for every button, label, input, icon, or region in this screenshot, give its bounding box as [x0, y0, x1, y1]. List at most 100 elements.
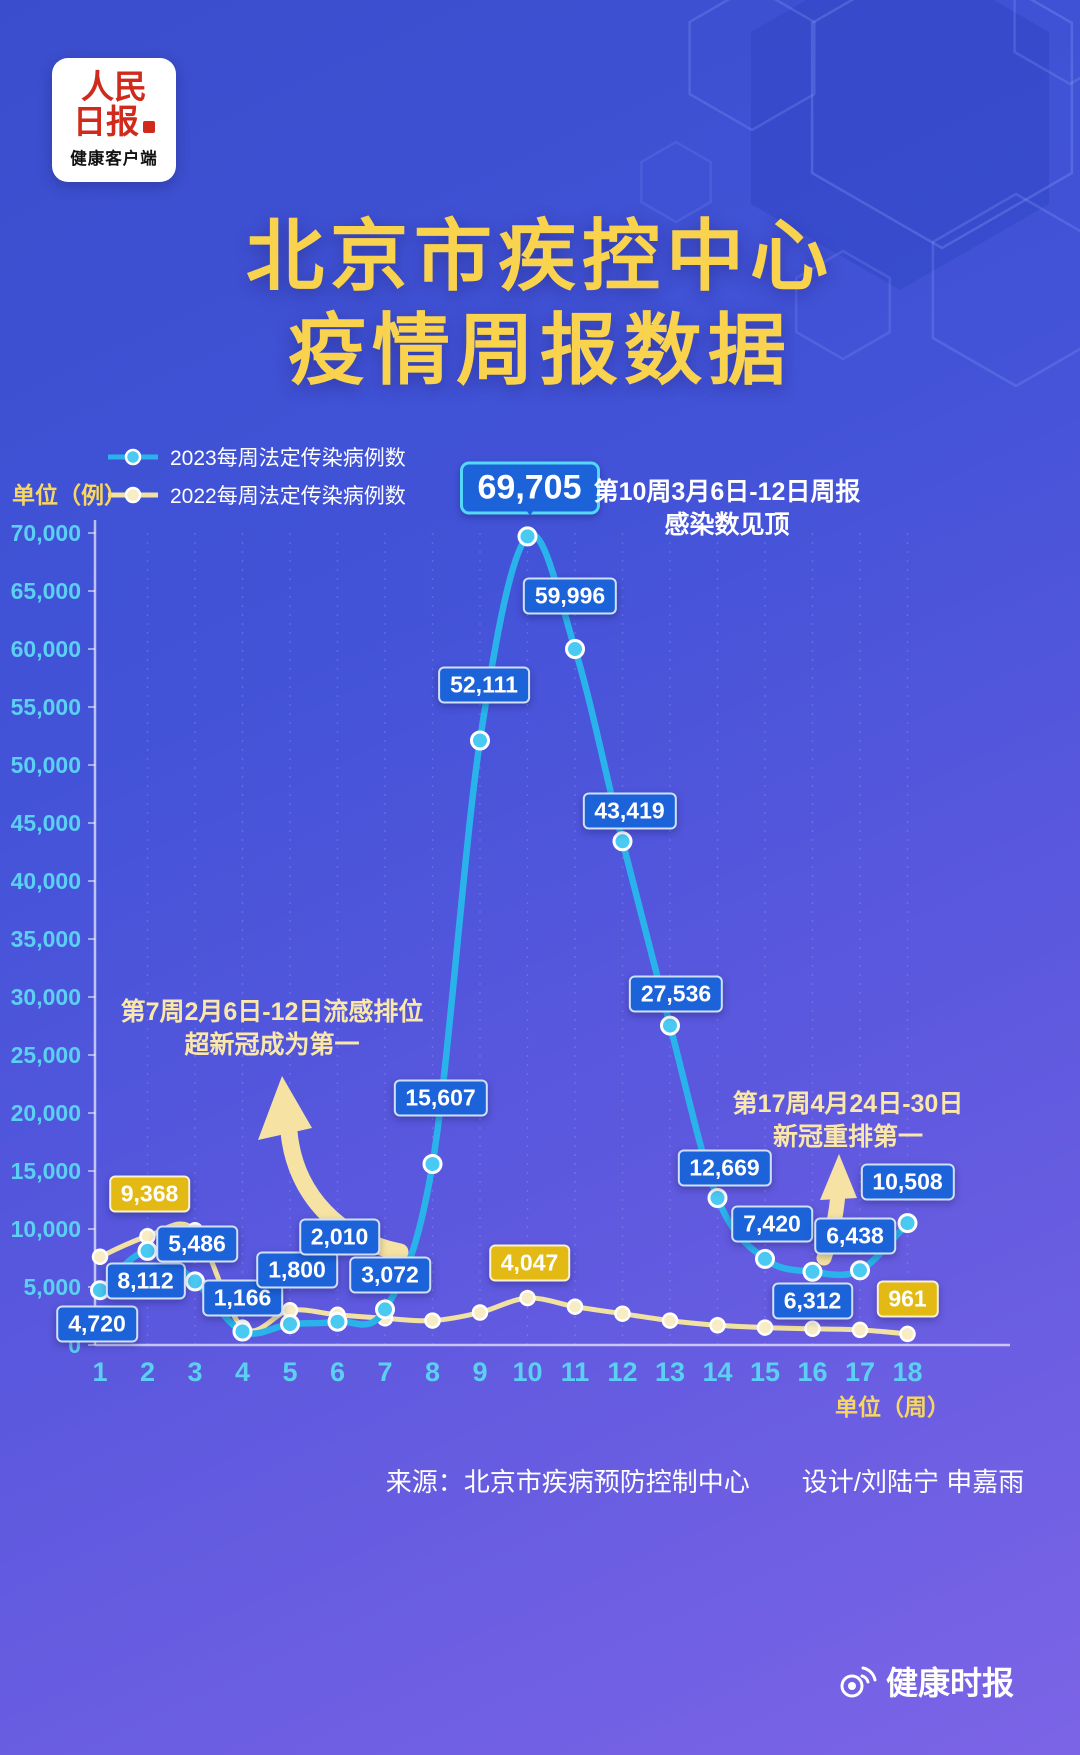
- data-point-2022-week-12: [614, 1305, 631, 1322]
- value-label-2023-week-9: 52,111: [438, 666, 530, 703]
- legend-label-2023: 2023每周法定传染病例数: [170, 447, 406, 470]
- value-label-2023-week-14: 12,669: [677, 1149, 772, 1187]
- value-label-2023-week-15: 7,420: [731, 1205, 813, 1243]
- value-label-2023-week-2: 8,112: [105, 1262, 186, 1300]
- footer-brand-name: 健康时报: [885, 1665, 1014, 1701]
- data-point-2023-week-9: [470, 730, 490, 751]
- y-tick-label: 30,000: [11, 984, 81, 1010]
- y-tick-label: 45,000: [11, 810, 81, 836]
- legend-item-2022: 2022每周法定传染病例数: [106, 480, 406, 510]
- data-point-2022-week-17: [851, 1321, 869, 1339]
- source-credit: 来源：北京市疾病预防控制中心 设计/刘陆宁 申嘉雨: [385, 1467, 1025, 1497]
- x-tick-label-week-9: 9: [472, 1357, 487, 1387]
- y-tick-label: 65,000: [11, 578, 81, 604]
- annotation-1-line: 第10周3月6日-12日周报: [593, 478, 861, 506]
- hexagon-shape: [688, 0, 816, 132]
- x-tick-label-week-3: 3: [187, 1357, 202, 1387]
- data-point-2022-week-9: [471, 1304, 489, 1321]
- data-point-2023-week-4: [232, 1321, 253, 1342]
- y-tick-label: 15,000: [11, 1158, 81, 1184]
- data-point-2023-week-6: [327, 1311, 348, 1332]
- curved-arrow-week7-head-icon: [258, 1076, 312, 1140]
- annotation-2: 第7周2月6日-12日流感排位超新冠成为第一: [121, 996, 424, 1062]
- annotation-1: 第10周3月6日-12日周报感染数见顶: [594, 476, 861, 542]
- x-tick-label-week-11: 11: [561, 1357, 590, 1387]
- x-tick-label-week-15: 15: [750, 1357, 780, 1387]
- weibo-icon: [840, 1666, 877, 1698]
- value-label-2023-week-11: 59,996: [522, 577, 618, 615]
- value-label-2022-week-18: 961: [876, 1280, 939, 1318]
- x-axis-unit-label: 单位（周）: [835, 1394, 950, 1420]
- data-point-2023-week-7: [375, 1299, 395, 1320]
- data-point-2022-week-16: [804, 1320, 821, 1338]
- hexagon-shape: [751, 0, 1049, 290]
- data-point-2023-week-13: [660, 1015, 680, 1036]
- legend-item-2023: 2023每周法定传染病例数: [106, 442, 406, 472]
- data-point-2023-week-8: [422, 1154, 443, 1174]
- y-tick-label: 50,000: [11, 752, 81, 778]
- annotation-1-line: 感染数见顶: [664, 511, 790, 539]
- y-tick-label: 35,000: [11, 926, 81, 952]
- data-point-2022-week-10: [519, 1289, 536, 1307]
- data-point-2023-week-14: [707, 1188, 728, 1208]
- y-tick-label: 70,000: [11, 520, 81, 546]
- y-axis-unit-label: 单位（例）: [12, 482, 127, 508]
- x-tick-label-week-16: 16: [797, 1357, 827, 1387]
- data-point-2022-week-8: [424, 1312, 441, 1329]
- value-label-2023-week-8: 15,607: [393, 1079, 488, 1117]
- hexagon-shape: [794, 249, 892, 361]
- footer-brand: 健康时报: [837, 1658, 1014, 1704]
- arrow-week17-head-icon: [820, 1154, 857, 1200]
- data-point-2022-week-11: [566, 1298, 584, 1315]
- value-label-2023-week-1: 4,720: [56, 1305, 138, 1343]
- hexagon-shape: [810, 0, 1074, 250]
- value-label-2023-week-12: 43,419: [582, 792, 677, 830]
- value-label-2023-week-10: 69,705: [459, 461, 600, 515]
- x-tick-label-week-12: 12: [607, 1357, 637, 1387]
- brand-name-row1: 人民: [81, 70, 147, 107]
- data-point-2023-week-10: [517, 526, 538, 547]
- annotation-2-line: 超新冠成为第一: [184, 1031, 360, 1059]
- y-tick-label: 10,000: [11, 1216, 81, 1242]
- x-tick-label-week-13: 13: [655, 1357, 685, 1387]
- y-tick-label: 25,000: [11, 1042, 81, 1068]
- chart-legend: 2023每周法定传染病例数 2022每周法定传染病例数: [106, 442, 406, 510]
- annotation-2-line: 第7周2月6日-12日流感排位: [120, 998, 424, 1026]
- data-point-2022-week-13: [661, 1312, 679, 1329]
- brand-subtitle: 健康客户端: [70, 149, 158, 168]
- hexagon-shape: [931, 192, 1080, 388]
- brand-logo: 人民 日报 健康客户端: [52, 58, 176, 182]
- value-label-2023-week-18: 10,508: [860, 1163, 955, 1201]
- x-tick-label-week-6: 6: [330, 1357, 345, 1387]
- page-title: 北京市疾控中心 疫情周报数据: [0, 210, 1080, 397]
- legend-dot-2023: [124, 448, 142, 466]
- annotation-3-line: 第17周4月24日-30日: [732, 1090, 964, 1118]
- data-point-2022-week-18: [899, 1325, 916, 1343]
- y-tick-label: 20,000: [11, 1100, 81, 1126]
- data-point-2023-week-17: [850, 1260, 870, 1281]
- annotation-3-line: 新冠重排第一: [772, 1123, 923, 1151]
- data-point-2023-week-5: [280, 1314, 300, 1335]
- annotation-3: 第17周4月24日-30日新冠重排第一: [733, 1088, 964, 1154]
- red-seal-icon: [143, 120, 155, 133]
- x-tick-label-week-2: 2: [140, 1357, 155, 1387]
- data-point-2022-week-14: [709, 1317, 726, 1334]
- page-title-line2: 疫情周报数据: [287, 305, 792, 394]
- value-label-2023-week-4: 1,166: [201, 1279, 284, 1317]
- x-tick-label-week-8: 8: [425, 1357, 440, 1387]
- brand-name-calligraphy: 人民 日报: [73, 71, 155, 140]
- legend-dot-2022: [124, 486, 142, 504]
- brand-name-row2: 日报: [73, 105, 155, 140]
- hexagon-decoration: [640, 0, 1080, 388]
- data-point-2023-week-2: [137, 1240, 158, 1261]
- value-label-2023-week-16: 6,312: [771, 1282, 854, 1320]
- value-label-2023-week-6: 2,010: [298, 1218, 381, 1256]
- value-label-2022-week-2: 9,368: [108, 1175, 191, 1213]
- annotations-layer: 第10周3月6日-12日周报感染数见顶第7周2月6日-12日流感排位超新冠成为第…: [0, 440, 1080, 1430]
- x-tick-label-week-17: 17: [845, 1357, 875, 1387]
- value-label-2023-week-7: 3,072: [349, 1256, 431, 1294]
- y-tick-label: 40,000: [11, 868, 81, 894]
- x-tick-label-week-10: 10: [512, 1357, 542, 1387]
